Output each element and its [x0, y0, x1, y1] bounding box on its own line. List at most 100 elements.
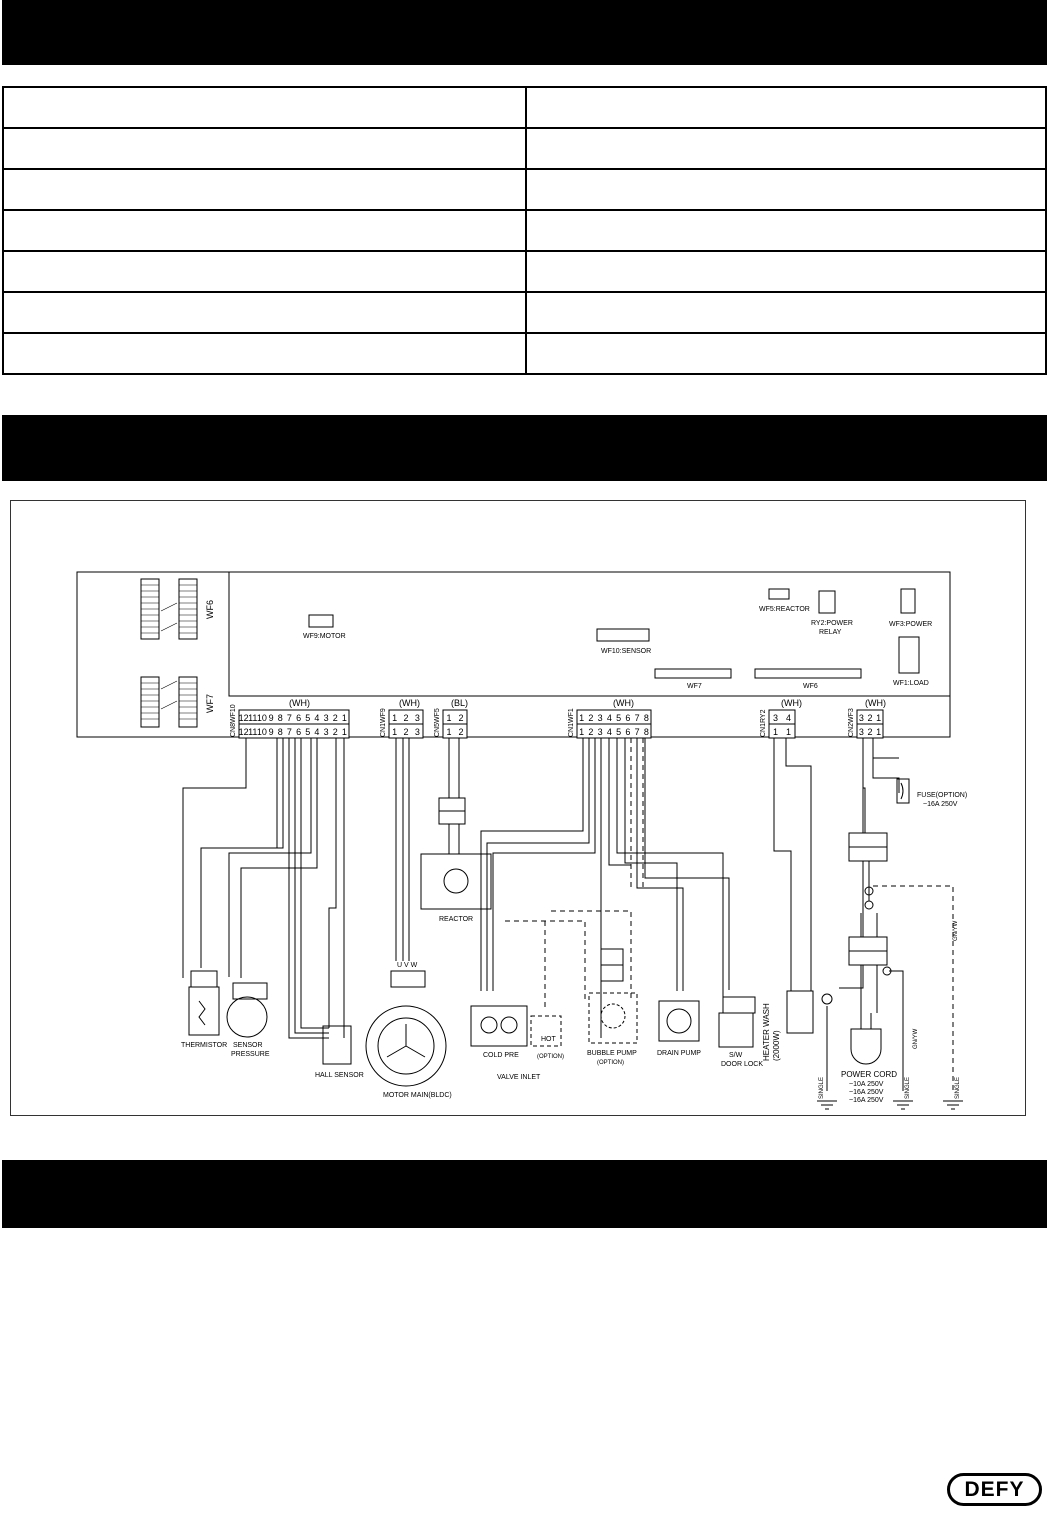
power-cord-rating: ~10A 250V: [849, 1081, 884, 1088]
drain-pump-coil-icon: [666, 1008, 692, 1034]
connector-pin: 3: [859, 713, 864, 723]
fuse-rating-label: ~16A 250V: [923, 801, 958, 808]
option-wires: [505, 738, 954, 1091]
spec-row: [2, 291, 1047, 334]
connector-pin: 3: [324, 727, 329, 737]
bubble-pump-label: BUBBLE PUMP: [587, 1050, 637, 1057]
spec-label-cell: [2, 86, 527, 129]
hall-sensor-label: HALL SENSOR: [315, 1072, 364, 1079]
wf1-load-label: WF1:LOAD: [893, 680, 929, 687]
wf5-pins: [442, 709, 468, 739]
connector-pin: 1: [342, 727, 347, 737]
hall-sensor-icon: [322, 1025, 352, 1065]
connector-harness-label: CN1: [760, 723, 767, 737]
valve-cold-icon: [480, 1016, 498, 1034]
hot-label: HOT: [541, 1036, 557, 1043]
connector-pin: 3: [415, 713, 420, 723]
bubble-connector-2: [600, 964, 624, 982]
spec-value-cell: [525, 127, 1047, 170]
connector-harness-label: CN5: [434, 723, 441, 737]
defy-logo: DEFY: [947, 1473, 1042, 1506]
wires: [182, 738, 904, 1091]
connector-pin: 5: [305, 727, 310, 737]
valve-inlet-label: VALVE INLET: [497, 1074, 541, 1081]
motor-pins-label: U V W: [397, 962, 418, 969]
wf7-strip-label: WF7: [687, 683, 702, 690]
spec-row: [2, 168, 1047, 211]
option-ground-icon: [882, 966, 892, 976]
wf1-connector: [898, 636, 920, 674]
valve-hot-option-icon: [530, 1015, 562, 1047]
pressure-connector: [232, 982, 268, 1000]
connector-pin: 6: [296, 727, 301, 737]
option-fuse-icon: [864, 886, 874, 896]
spec-value-cell: [525, 168, 1047, 211]
connector-board-label: WF3: [848, 708, 855, 723]
connector-pin: 2: [588, 713, 593, 723]
motor-windings-icon: [386, 1024, 426, 1058]
connector-pin: 8: [278, 727, 283, 737]
connector-color-label: (WH): [781, 698, 802, 708]
wf3-connector: [900, 588, 916, 614]
connector-board-label: WF10: [230, 704, 237, 723]
connector-pin: 6: [625, 713, 630, 723]
valve-pre-icon: [500, 1016, 518, 1034]
connector-pin: 2: [588, 727, 593, 737]
spec-value-cell: [525, 209, 1047, 252]
connector-pin: 1: [392, 727, 397, 737]
reactor-coil-icon: [443, 868, 469, 894]
fuse-option-label: FUSE(OPTION): [917, 792, 967, 799]
connector-pin: 2: [333, 713, 338, 723]
connector-pin: 4: [607, 713, 612, 723]
wf7-strip: [654, 668, 732, 679]
connector-pin: 2: [867, 713, 872, 723]
connector-pin: 9: [269, 727, 274, 737]
ry2-power-label: RY2:POWER: [811, 620, 853, 627]
spec-label-cell: [2, 168, 527, 211]
power-connector-2: [848, 846, 888, 862]
connector-board-label: RY2: [760, 709, 767, 723]
fuse-icon: [896, 778, 910, 804]
spec-label-cell: [2, 127, 527, 170]
wf6-label: WF6: [205, 600, 215, 619]
connector-pin: 2: [867, 727, 872, 737]
connector-harness-label: CN2: [848, 723, 855, 737]
connector-pin: 1: [876, 713, 881, 723]
power-connector-4: [848, 950, 888, 966]
connector-pin: 4: [314, 713, 319, 723]
ry2-pins: [768, 709, 796, 739]
power-cord-rating: ~16A 250V: [849, 1097, 884, 1104]
heater-wash-label: HEATER WASH: [762, 1003, 771, 1061]
connector-color-label: (WH): [399, 698, 420, 708]
connector-harness-label: CN1: [568, 723, 575, 737]
power-cord-rating: ~16A 250V: [849, 1089, 884, 1096]
connector-pin: 2: [458, 727, 463, 737]
valve-inlet-icon: [470, 1005, 528, 1047]
connector-stack: [140, 676, 160, 728]
reactor-label: REACTOR: [439, 916, 473, 923]
motor-main-label: MOTOR MAIN(BLDC): [383, 1092, 452, 1099]
spec-label-cell: [2, 250, 527, 293]
pressure-label: PRESSURE: [231, 1051, 270, 1058]
connector-pin: 1: [773, 727, 778, 737]
connector-pin: 8: [278, 713, 283, 723]
bubble-option-label: (OPTION): [597, 1060, 624, 1066]
connector-pin: 2: [403, 713, 408, 723]
wf6-strip: [754, 668, 862, 679]
ry2-relay: [818, 590, 836, 614]
connector-pin: 7: [635, 727, 640, 737]
connector-pin: 3: [598, 713, 603, 723]
option-fuse-ring-icon: [864, 900, 874, 910]
power-cord-label: POWER CORD: [841, 1070, 897, 1079]
section-header-bar-bottom: [2, 1160, 1047, 1228]
power-connector-3: [848, 936, 888, 952]
connector-pin: 3: [324, 713, 329, 723]
door-lock-label: DOOR LOCK: [721, 1061, 763, 1068]
spec-value-cell: [525, 291, 1047, 334]
wf10-pins: [238, 709, 350, 739]
connector-color-label: (WH): [289, 698, 310, 708]
wf9-motor-label: WF9:MOTOR: [303, 633, 346, 640]
wf6-strip-label: WF6: [803, 683, 818, 690]
spec-label-cell: [2, 291, 527, 334]
